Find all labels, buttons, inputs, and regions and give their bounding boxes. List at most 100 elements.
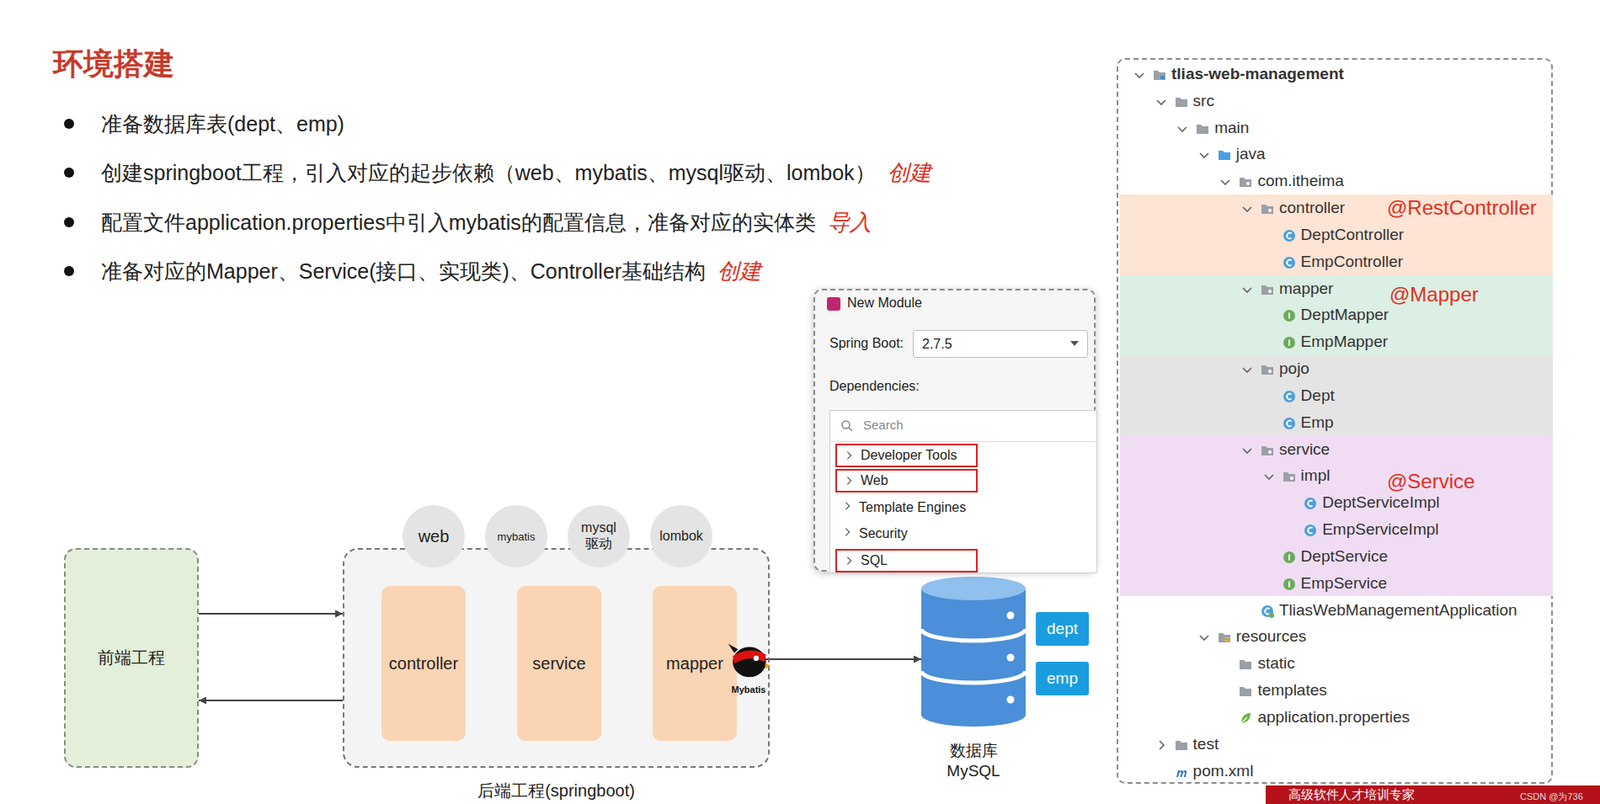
- table-tag: dept: [1035, 612, 1089, 646]
- decoration: [842, 449, 855, 462]
- project-tree: tlias-web-managementsrcmainjavacom.ithei…: [1116, 58, 1553, 784]
- decoration: [1153, 70, 1166, 80]
- decoration: [1283, 229, 1296, 242]
- list-row: Template Engines: [835, 496, 978, 520]
- handwritten-note: 导入: [827, 208, 872, 238]
- decoration: [1261, 365, 1274, 375]
- decoration: [753, 656, 759, 662]
- decoration: [1304, 497, 1317, 510]
- decoration: [1218, 175, 1232, 189]
- node-text: 数据库 MySQL: [939, 741, 1008, 782]
- decoration: [1260, 362, 1275, 377]
- decoration: [732, 646, 766, 678]
- table-tag: emp: [1035, 661, 1089, 696]
- decoration: [1288, 340, 1291, 347]
- version-dropdown: 2.7.5: [912, 330, 1088, 358]
- tree-item: EmpController: [1301, 251, 1403, 272]
- tree-icon: [1174, 94, 1189, 108]
- node-text: SQL: [860, 553, 888, 569]
- decoration: [1288, 581, 1291, 587]
- tree-icon: [1238, 656, 1253, 671]
- tree-icon: [1240, 201, 1254, 215]
- decoration: [845, 502, 849, 511]
- node-text: mapper: [666, 654, 724, 674]
- decoration: [1135, 73, 1144, 78]
- tree-icon: [1282, 469, 1296, 483]
- node-text: Template Engines: [858, 500, 966, 516]
- row-chevron: [842, 449, 855, 462]
- decoration: [1152, 68, 1167, 82]
- tree-item: service: [1279, 439, 1330, 460]
- decoration: [1242, 288, 1252, 293]
- tree-icon: [1282, 416, 1296, 430]
- decoration: [1268, 208, 1272, 213]
- node-text: New Module: [847, 295, 923, 311]
- list-row: Security: [835, 522, 978, 546]
- decoration: [1197, 630, 1211, 645]
- decoration: [1283, 256, 1296, 269]
- tree-item: EmpMapper: [1301, 331, 1389, 352]
- tree-item: EmpService: [1301, 573, 1387, 594]
- decoration: [842, 474, 855, 487]
- decoration: [1260, 604, 1275, 619]
- tree-item: templates: [1257, 680, 1327, 701]
- tree-icon: [1282, 549, 1296, 564]
- row-chevron: [841, 526, 854, 539]
- tree-item: java: [1236, 144, 1266, 165]
- decoration: [1304, 524, 1317, 537]
- logo-caption: Mybatis: [726, 684, 771, 695]
- tree-icon: [1238, 174, 1253, 188]
- decoration: [1307, 501, 1312, 507]
- node-text: emp: [1046, 669, 1078, 688]
- decoration: [1261, 204, 1274, 214]
- tree-icon: [1282, 255, 1296, 269]
- decoration: [1269, 613, 1275, 619]
- bullet-row: 创建springboot工程，引入对应的起步依赖（web、mybatis、mys…: [64, 158, 932, 187]
- decoration: [847, 452, 851, 460]
- decoration: [1239, 687, 1252, 697]
- tree-item: DeptMapper: [1301, 304, 1390, 326]
- tree-icon: [1240, 442, 1254, 457]
- tree-icon: [1282, 228, 1296, 242]
- layer-box: mapperMybatis: [652, 586, 737, 742]
- decoration: [1217, 148, 1232, 162]
- bullet-text: 准备对应的Mapper、Service(接口、实现类)、Controller基础…: [101, 257, 706, 286]
- decoration: [1307, 528, 1312, 534]
- tree-item: TliasWebManagementApplication: [1279, 600, 1518, 621]
- watermark: CSDN @为736: [1520, 790, 1584, 804]
- decoration: [1200, 153, 1209, 158]
- page-title: 环境搭建: [53, 43, 175, 86]
- decoration: [1242, 448, 1252, 454]
- node-text: service: [532, 654, 586, 674]
- decoration: [1238, 711, 1253, 726]
- decoration: [1174, 738, 1189, 752]
- tree-icon: [1303, 522, 1318, 537]
- decoration: [1286, 233, 1291, 240]
- decoration: [1159, 741, 1164, 750]
- node-text: controller: [389, 654, 459, 674]
- decoration: [1261, 285, 1274, 295]
- node-text: Developer Tools: [860, 448, 957, 464]
- tree-icon: [1260, 362, 1275, 376]
- package-band: controller@RestControllerDeptControllerE…: [1120, 194, 1553, 276]
- node-text: lombok: [659, 528, 704, 544]
- decoration: [1221, 180, 1230, 185]
- node-text: dept: [1046, 619, 1078, 639]
- tree-item: tlias-web-management: [1171, 64, 1344, 85]
- frontend-box: 前端工程: [64, 548, 199, 768]
- decoration: [1282, 550, 1296, 565]
- decoration: [726, 633, 771, 683]
- tree-icon: [1154, 94, 1168, 108]
- bullet-text: 创建springboot工程，引入对应的起步依赖（web、mybatis、mys…: [101, 159, 876, 187]
- decoration: [1197, 148, 1211, 162]
- tree-icon: [1132, 67, 1147, 81]
- tree-item: mapper: [1279, 278, 1334, 299]
- decoration: [1288, 554, 1291, 560]
- decoration: [1238, 657, 1253, 672]
- decoration: [1224, 640, 1230, 642]
- decoration: [1176, 770, 1187, 778]
- tree-item: DeptServiceImpl: [1322, 492, 1440, 513]
- decoration: [1282, 416, 1296, 431]
- dropdown-arrow: [1070, 341, 1079, 347]
- tree-item: Dept: [1301, 385, 1335, 406]
